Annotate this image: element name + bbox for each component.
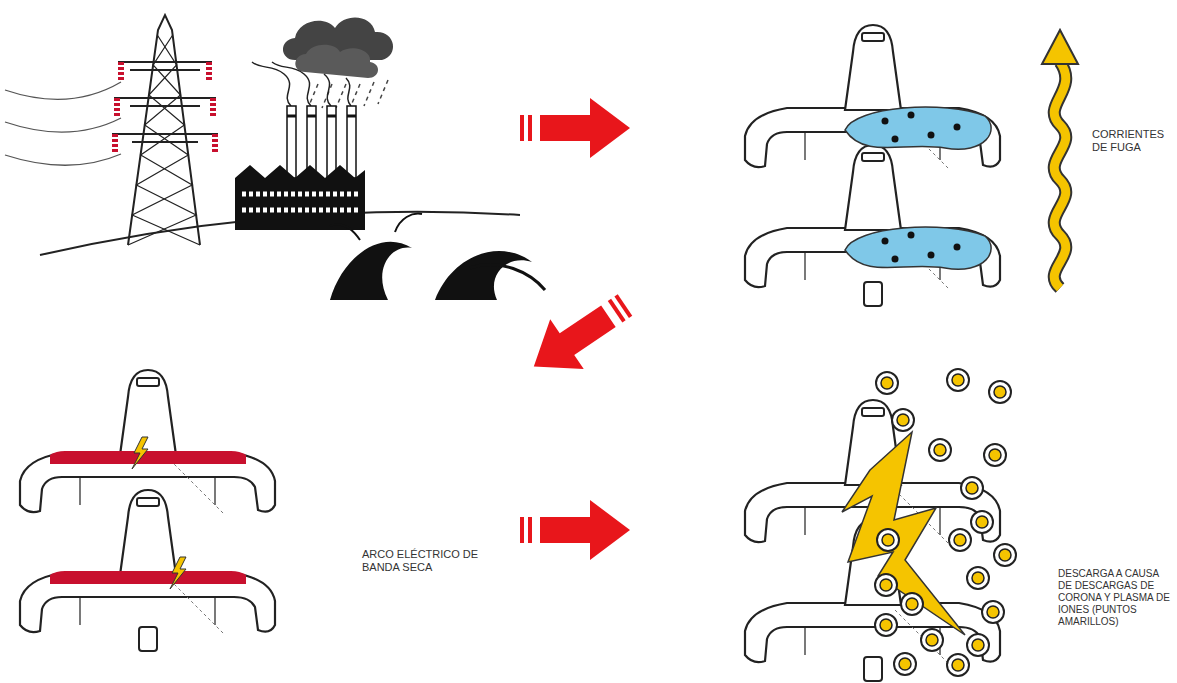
pollution-scene [5,15,545,300]
flow-arrows [517,98,642,560]
callout-label: ARCO ELÉCTRICO DE BANDA SECA [362,548,480,574]
contaminated-insulators [745,25,1000,306]
dry-band-insulators [20,370,275,651]
leakage-current-arrow [1042,30,1078,288]
callout-label: DESCARGA A CAUSA DE DESCARGAS DE CORONA … [1058,568,1170,628]
callout-label: CORRIENTES DE FUGA [1092,128,1172,154]
flashover-insulators [745,369,1016,681]
